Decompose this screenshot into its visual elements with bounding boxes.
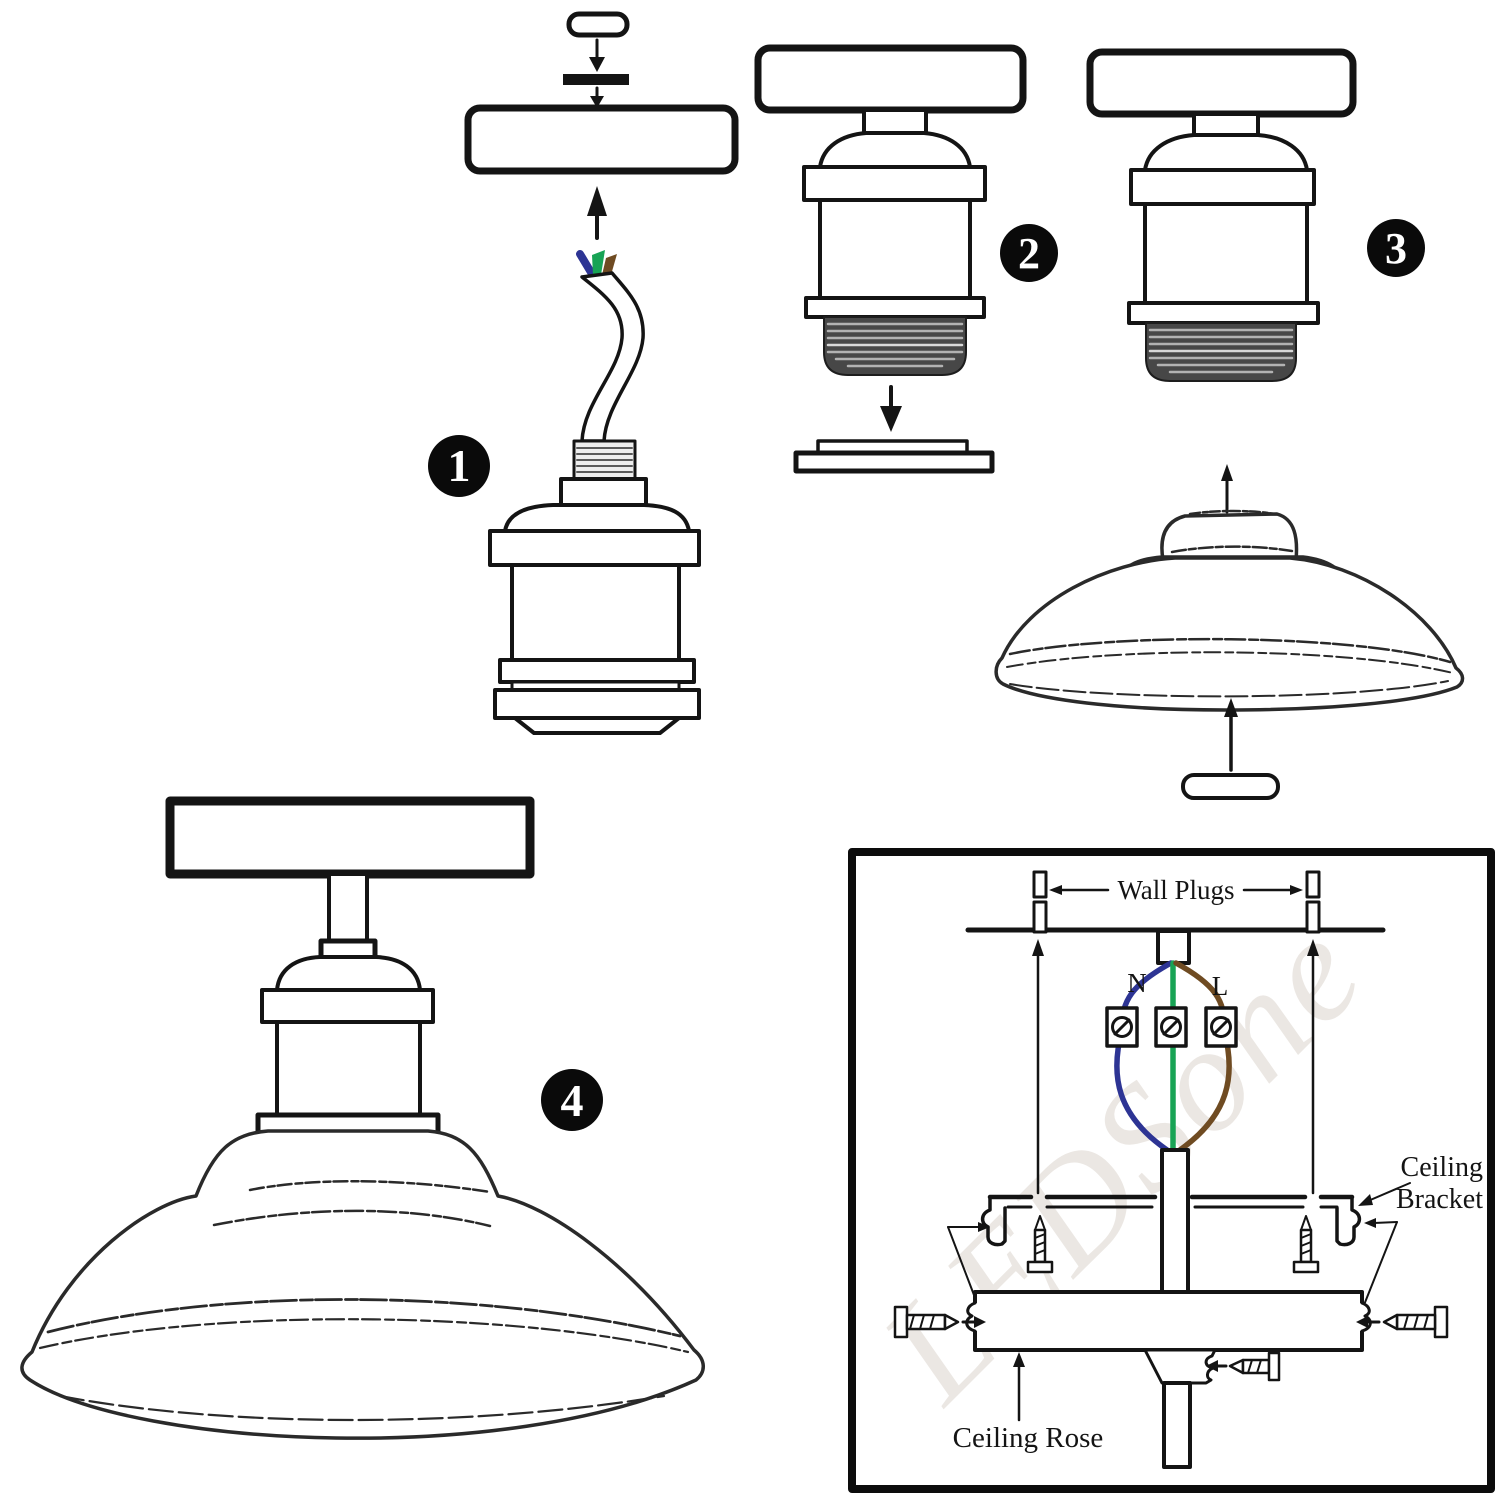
ceiling-plate-drawing — [754, 44, 1027, 114]
arrow-down-icon — [590, 86, 604, 108]
shade-ring-pill-drawing — [1181, 773, 1280, 800]
locking-ring-drawing — [566, 11, 630, 38]
ceiling-plate-drawing — [165, 796, 535, 879]
arrow-right-icon — [961, 1316, 986, 1328]
arrow-left-icon — [1206, 1360, 1228, 1372]
step-3-group: 3 — [1086, 48, 1425, 382]
arrow-up-icon — [1224, 698, 1238, 772]
terminal-block — [1154, 1006, 1188, 1048]
step-number: 3 — [1385, 224, 1407, 273]
fixture-stem-drawing — [1160, 1148, 1190, 1295]
shade-group — [994, 464, 1465, 800]
arrow-up-icon — [1032, 939, 1044, 1195]
arrow-left-icon — [1356, 1316, 1381, 1328]
step-4-group: 4 — [20, 796, 705, 1440]
wall-plug-right — [1305, 870, 1321, 934]
pointer-lines — [1358, 1182, 1411, 1206]
step-2-group: 2 — [754, 44, 1058, 474]
neutral-label: N — [1127, 968, 1147, 998]
shade-drawing — [20, 1129, 705, 1440]
wall-plugs-label: Wall Plugs — [1117, 875, 1234, 905]
arrow-up-icon — [1013, 1352, 1025, 1422]
step-badge: 4 — [541, 1069, 603, 1131]
wiring-diagram-box: LEDSone Wall Plugs — [848, 848, 1495, 1493]
ceiling-bracket-label-line2: Bracket — [1396, 1184, 1483, 1215]
step-badge: 3 — [1367, 219, 1425, 277]
step-badge: 1 — [428, 435, 490, 497]
wire-strand-live — [602, 254, 617, 275]
arrow-down-icon — [589, 38, 605, 72]
arrow-left-icon — [1049, 885, 1110, 895]
screw-icon — [1228, 1351, 1281, 1382]
ceiling-rose-label: Ceiling Rose — [953, 1422, 1104, 1454]
step-badge: 2 — [1000, 224, 1058, 282]
arrow-up-icon — [1307, 939, 1319, 1195]
mains-cable-drawing — [1156, 929, 1191, 965]
washer-bar-drawing — [563, 74, 629, 85]
arrow-right-icon — [1242, 885, 1303, 895]
terminal-block — [1105, 1006, 1139, 1048]
arrow-up-icon — [1221, 464, 1233, 514]
screw-icon — [1292, 1215, 1320, 1274]
step-1-group: 1 — [428, 11, 739, 735]
wire-strand-earth — [592, 250, 605, 275]
shade-drawing — [994, 509, 1465, 712]
wall-plug-left — [1032, 870, 1048, 934]
screw-icon — [893, 1305, 960, 1339]
lamp-holder-drawing — [255, 872, 441, 1136]
terminal-block — [1204, 1006, 1238, 1048]
ceiling-plate-drawing — [1086, 48, 1357, 118]
ceiling-bracket-drawing — [980, 1194, 1362, 1247]
step-number: 1 — [448, 440, 471, 491]
live-label: L — [1212, 971, 1229, 1001]
ceiling-bracket-label-line1: Ceiling — [1401, 1152, 1483, 1183]
ceiling-plate-drawing — [464, 104, 739, 175]
threaded-skirt-drawing — [1145, 322, 1297, 382]
wire-strand-neutral — [576, 250, 596, 278]
step-number: 2 — [1018, 229, 1040, 278]
cable-drawing — [580, 271, 645, 443]
lamp-holder-drawing — [488, 477, 701, 735]
threaded-skirt-drawing — [823, 316, 967, 376]
lamp-holder-drawing — [802, 108, 987, 319]
screw-icon — [1026, 1215, 1054, 1274]
arrow-down-icon — [880, 385, 902, 432]
shade-ring-drawing — [793, 439, 995, 474]
threaded-nipple-drawing — [572, 439, 637, 481]
lamp-holder-drawing — [1127, 112, 1320, 325]
step-number: 4 — [561, 1075, 584, 1126]
arrow-up-icon — [587, 186, 607, 240]
screw-icon — [1382, 1305, 1449, 1339]
